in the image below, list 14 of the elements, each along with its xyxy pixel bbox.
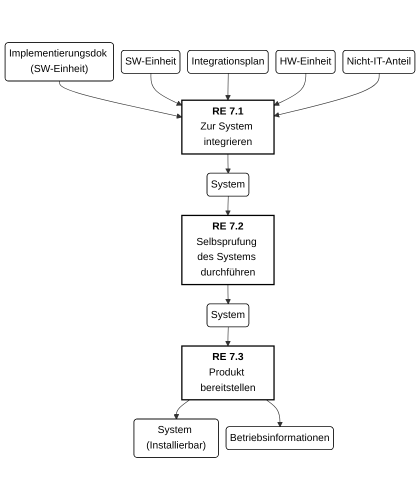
arrow: [225, 284, 231, 304]
arrow: [274, 73, 306, 106]
arrow: [225, 154, 231, 174]
node-box: RE 7.1 Zur System integrieren: [181, 100, 275, 155]
node-box: RE 7.3 Produkt bereitstellen: [181, 345, 275, 400]
arrow: [274, 73, 380, 118]
arrow: [225, 73, 231, 100]
arrow: [266, 399, 283, 428]
arrow: [59, 81, 182, 119]
arrow: [150, 73, 182, 106]
arrow: [225, 326, 231, 346]
node-box: RE 7.2 Selbsprufung des Systems durchführen: [181, 214, 275, 286]
arrow: [174, 399, 190, 420]
arrow: [225, 196, 231, 216]
